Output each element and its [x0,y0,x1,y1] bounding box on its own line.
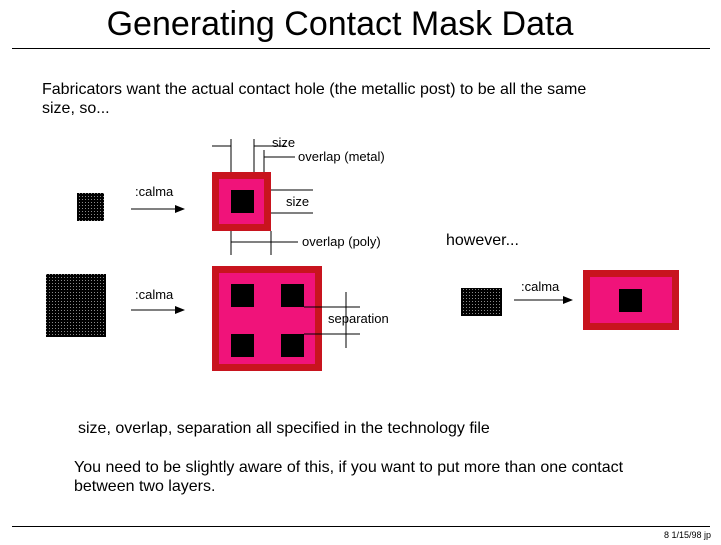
calma-label-3: :calma [521,279,560,294]
calma-label-1: :calma [135,184,174,199]
overlap-poly-label: overlap (poly) [302,234,381,249]
intro-text: Fabricators want the actual contact hole… [42,81,587,117]
overlap-metal-label: overlap (metal) [298,149,385,164]
footer-divider [12,526,710,527]
size-label-side: size [286,194,309,209]
technology-file-note: size, overlap, separation all specified … [78,420,490,437]
slide-footer: 8 1/15/98 jp [663,530,711,540]
calma-label-2: :calma [135,287,174,302]
small-contact-input [77,193,104,221]
warning-text: You need to be slightly aware of this, i… [74,459,624,495]
slide-title: Generating Contact Mask Data [106,5,574,43]
wide-contact-output [583,270,679,330]
quad-contact-output [212,266,322,371]
dimension-lines-single [212,139,313,255]
dimension-lines-separation [304,292,360,348]
large-contact-input [46,274,106,337]
wide-contact-input [461,288,502,316]
single-contact-output [212,172,271,231]
size-label-top: size [272,135,295,150]
title-divider [12,48,710,49]
however-text: however... [446,232,519,249]
separation-label: separation [328,311,389,326]
